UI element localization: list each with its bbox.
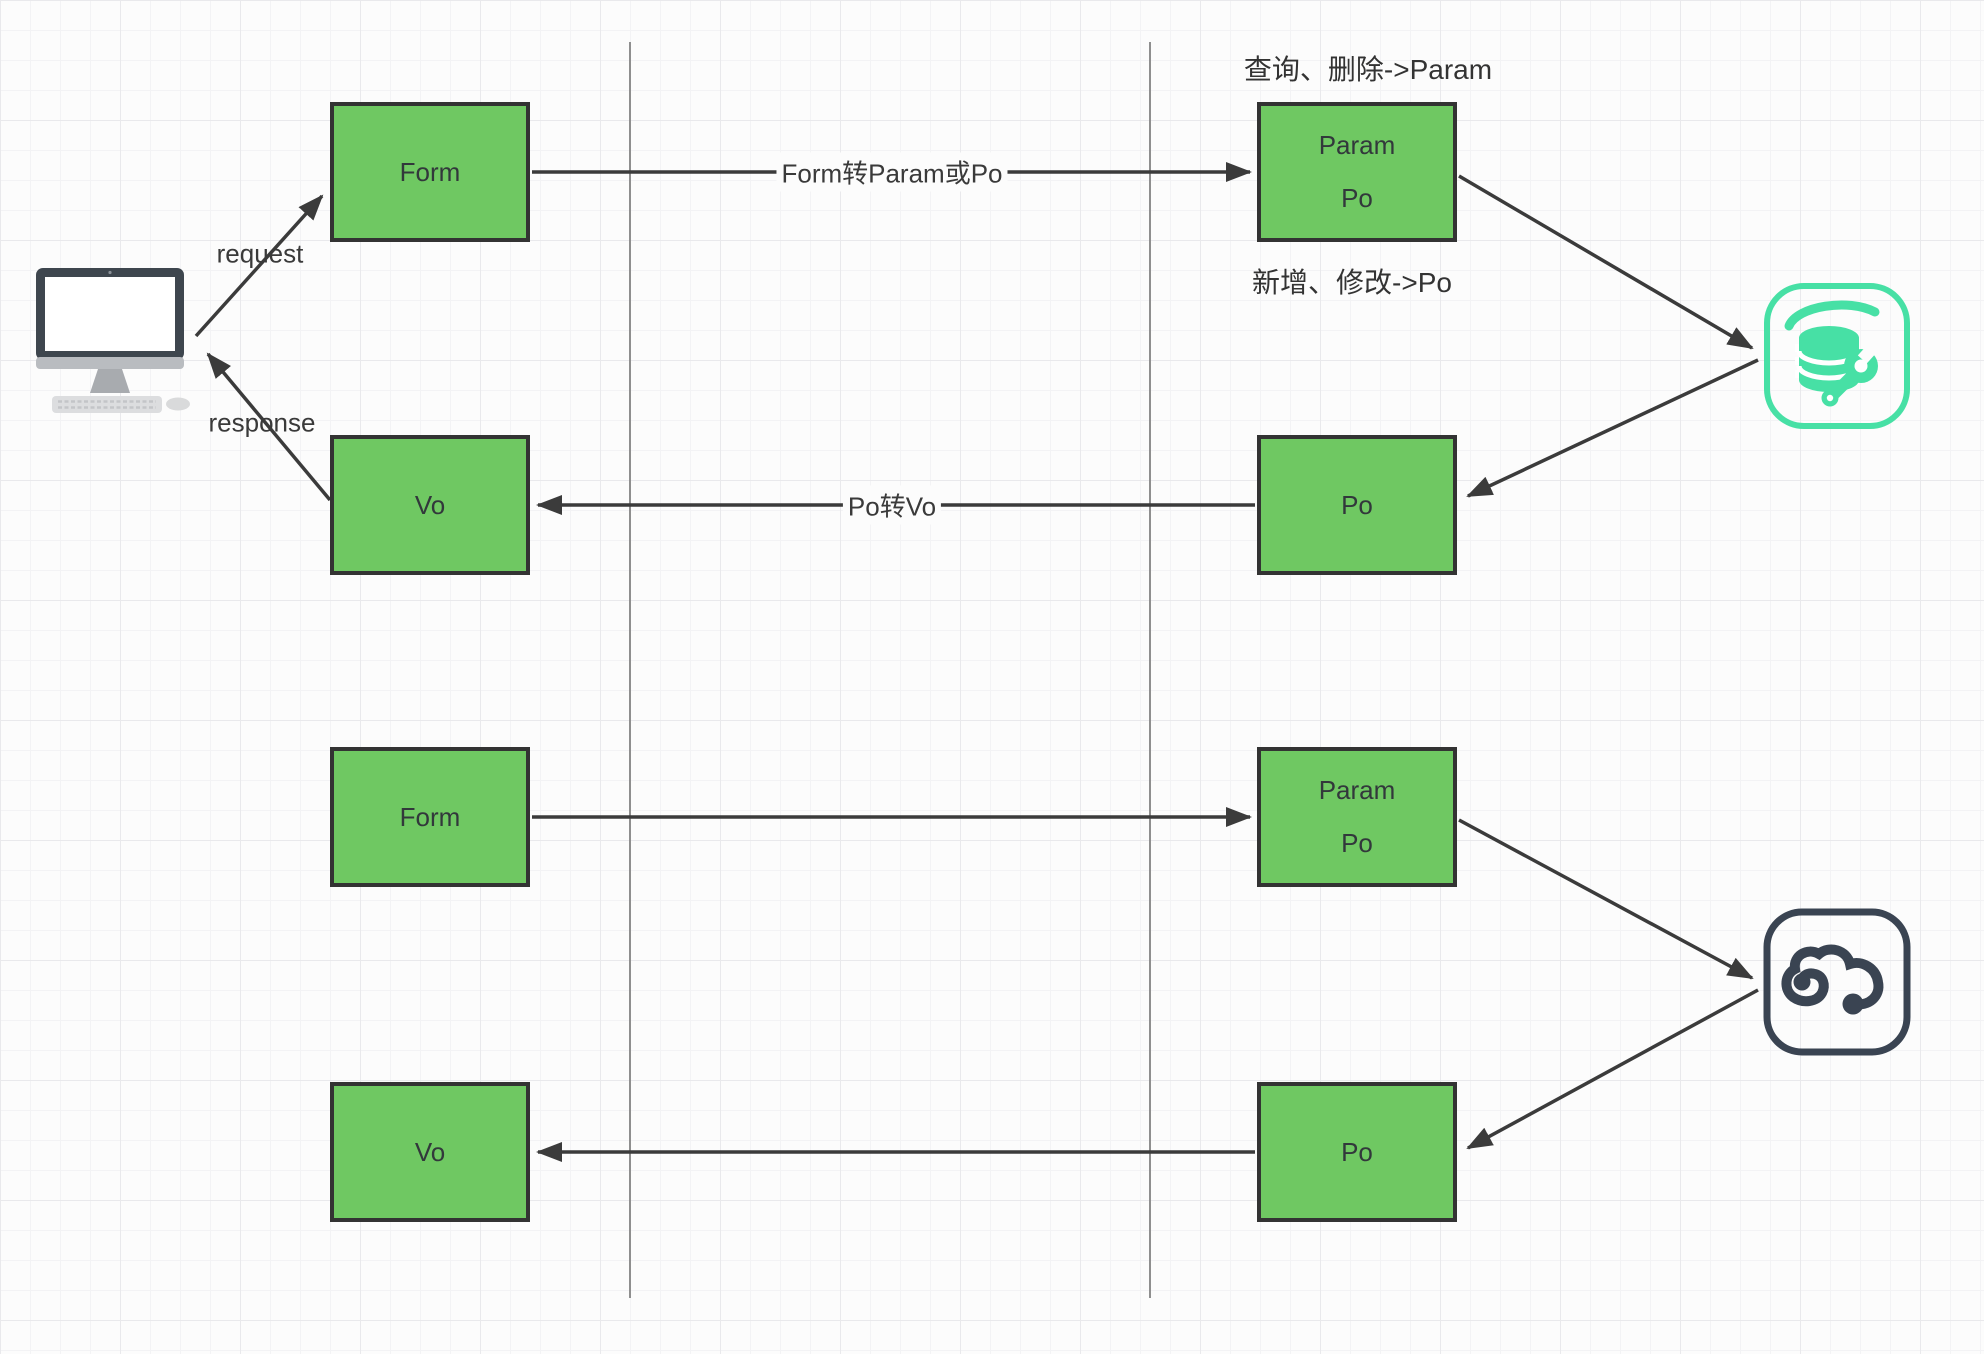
edge-label-po-to-vo: Po转Vo	[842, 485, 942, 525]
node-po-top: Po	[1257, 435, 1457, 575]
cloud-service-icon	[1763, 908, 1911, 1056]
node-param-po-bottom: Param Po	[1257, 747, 1457, 887]
node-label: Vo	[414, 489, 446, 520]
node-form-top: Form	[330, 102, 530, 242]
arrow-param-to-cloud	[1458, 818, 1754, 980]
edge-label-form-to-param: Form转Param或Po	[776, 152, 1008, 192]
node-po-bottom: Po	[1257, 1082, 1457, 1222]
edge-label-response: response	[208, 407, 316, 438]
arrow-response	[206, 352, 332, 502]
node-label: Form	[399, 156, 461, 187]
annotation-query-delete: 查询、删除->Param	[1243, 54, 1493, 85]
node-vo-top: Vo	[330, 435, 530, 575]
node-label-line1: Param	[1318, 774, 1396, 805]
arrow-request	[194, 194, 324, 338]
node-label: Form	[399, 801, 461, 832]
node-label-line2: Po	[1341, 828, 1373, 859]
node-vo-bottom: Vo	[330, 1082, 530, 1222]
node-label-line2: Po	[1341, 183, 1373, 214]
edge-label-request: request	[216, 238, 304, 269]
arrow-database-to-po	[1466, 358, 1759, 498]
node-label: Po	[1341, 1136, 1373, 1167]
database-maintenance-icon	[1764, 283, 1910, 429]
node-label-line1: Param	[1318, 129, 1396, 160]
annotation-add-update: 新增、修改->Po	[1252, 267, 1452, 298]
node-label: Vo	[414, 1136, 446, 1167]
arrow-param-to-database	[1458, 174, 1754, 350]
node-label: Po	[1341, 489, 1373, 520]
node-form-bottom: Form	[330, 747, 530, 887]
computer-monitor-icon	[36, 268, 190, 413]
node-param-po-top: Param Po	[1257, 102, 1457, 242]
arrow-cloud-to-po	[1466, 988, 1759, 1150]
